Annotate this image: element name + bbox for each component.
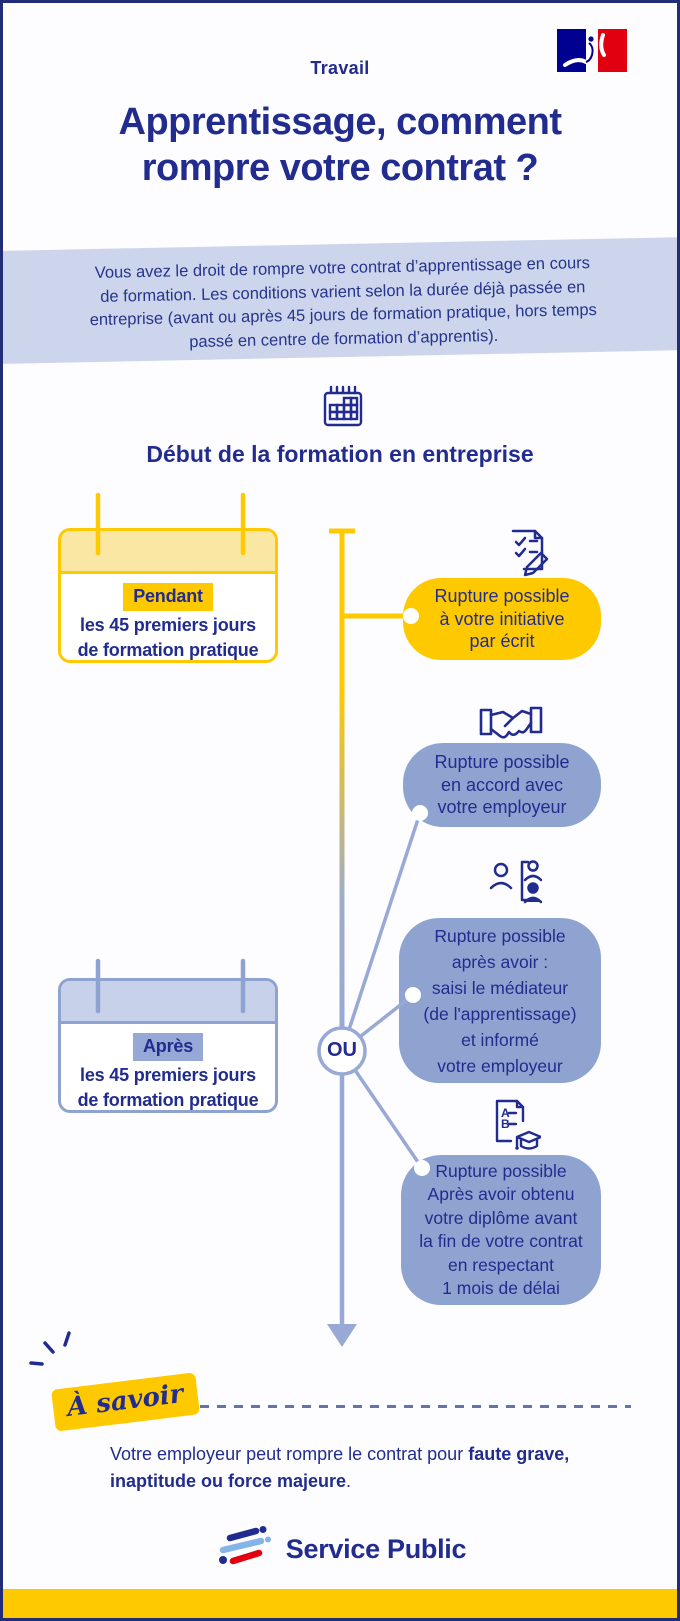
ministry-label: Travail <box>310 58 370 78</box>
calendar-card-apres-header <box>61 981 275 1024</box>
bubble-mediateur: Rupture possible après avoir : saisi le … <box>399 918 601 1083</box>
handshake-icon <box>479 706 543 739</box>
calendar-card-pendant: Pendant les 45 premiers jours de formati… <box>58 528 278 663</box>
arrow-down-icon <box>327 1324 357 1347</box>
section-heading: Début de la formation en entreprise <box>146 441 534 467</box>
diploma-graduation-icon: A B <box>495 1099 541 1150</box>
bubble-initiative: Rupture possible à votre initiative par … <box>403 578 601 660</box>
calendar-grid-icon <box>323 385 363 427</box>
bubble-diplome: Rupture possible Après avoir obtenu votr… <box>401 1155 601 1305</box>
footer-brand: Service Public <box>285 1533 467 1564</box>
or-label: OU <box>327 1039 357 1061</box>
bubble-accord-employeur: Rupture possible en accord avec votre em… <box>403 743 601 827</box>
svg-text:A: A <box>501 1106 510 1120</box>
mediation-people-icon <box>489 860 542 904</box>
pendant-highlight: Pendant <box>123 583 213 611</box>
page-title-line1: Apprentissage, comment <box>118 101 563 143</box>
footer: Service Public <box>3 1523 677 1575</box>
checklist-pen-icon <box>511 529 549 577</box>
svg-text:B: B <box>501 1117 510 1131</box>
page-title-line2: rompre votre contrat ? <box>141 147 539 189</box>
intro-band: Vous avez le droit de rompre votre contr… <box>3 236 677 365</box>
bottom-yellow-bar <box>3 1589 677 1618</box>
service-public-logo <box>218 1526 271 1565</box>
intro-text: Vous avez le droit de rompre votre contr… <box>89 254 598 351</box>
note-text: Votre employeur peut rompre le contrat p… <box>110 1444 570 1491</box>
dashed-divider <box>183 1405 631 1408</box>
calendar-card-apres: Après les 45 premiers jours de formation… <box>58 978 278 1113</box>
sparkle-icon <box>29 1331 71 1366</box>
french-republic-flag-logo <box>557 29 627 72</box>
page-title: Apprentissage, comment rompre votre cont… <box>3 99 677 191</box>
apres-highlight: Après <box>132 1033 204 1061</box>
calendar-card-pendant-header <box>61 531 275 574</box>
